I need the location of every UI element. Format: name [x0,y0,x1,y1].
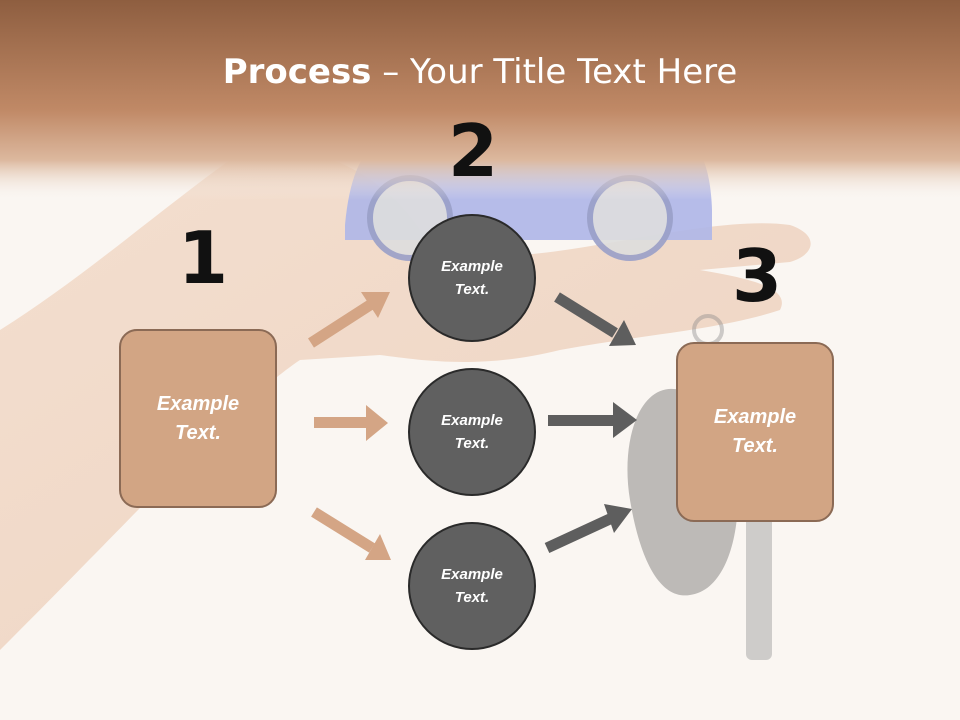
right-box-line1: Example [713,406,797,428]
circle-bottom: Example Text. [408,522,536,650]
arrow-bottom-to-right [544,504,632,553]
arrow-middle-to-right [548,402,637,438]
step-number-1: 1 [178,216,229,300]
step-number-2: 2 [448,109,499,193]
left-box: Example Text. [119,329,277,508]
circle-bottom-line2: Text. [454,589,490,606]
hand-shape [0,149,811,651]
circle-middle-line1: Example [441,412,503,429]
left-box-line2: Text. [175,421,221,444]
circle-middle: Example Text. [408,368,536,496]
circle-bottom-line1: Example [441,566,503,583]
arrow-left-to-bottom [311,507,391,560]
circle-middle-line2: Text. [454,435,490,452]
title-bold: Process [222,52,372,92]
arrow-top-to-right [554,292,636,346]
circle-top-line1: Example [441,258,503,275]
title-rest: – Your Title Text Here [371,52,738,92]
right-box: Example Text. [676,342,834,522]
right-box-line2: Text. [732,435,778,457]
arrow-left-to-top [308,292,390,348]
arrow-left-to-middle [314,405,388,441]
left-box-line1: Example [156,392,240,415]
car-key [746,510,772,660]
page-title: Process – Your Title Text Here [0,52,960,92]
circle-top-line2: Text. [454,281,490,298]
circle-top: Example Text. [408,214,536,342]
step-number-3: 3 [732,234,783,318]
